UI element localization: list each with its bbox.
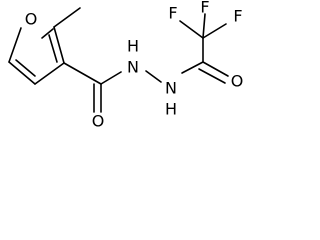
atom-o-carbonyl-left: O [92, 112, 105, 131]
atom-n-left: N [127, 58, 139, 77]
furan-ring [8, 26, 65, 85]
bond-c3-carbonyl [63, 62, 102, 85]
bond-methyl [53, 7, 81, 28]
bond-c5-o [8, 27, 22, 63]
atom-f-right: F [233, 7, 242, 26]
bond-carbonyl-right-2 [198, 68, 226, 84]
bond-cf3-f-top-left [179, 20, 204, 39]
atom-o-furan: O [25, 10, 38, 29]
atom-h-left: H [127, 37, 139, 56]
bond-cf3-f-top-right [202, 13, 206, 39]
atom-f-top-left: F [168, 4, 177, 23]
bond-c4-c5 [8, 61, 36, 85]
atom-h-right: H [165, 100, 177, 119]
bond-n-carbonyl-right [181, 61, 204, 74]
bond-carbonyl-n [100, 71, 122, 85]
molecule-structure: O O N H N H O F F F [8, 0, 244, 131]
atom-f-top-right: F [200, 0, 209, 17]
bond-o-c2 [41, 28, 54, 39]
bond-carbonyl-right-1 [202, 61, 229, 77]
atom-o-carbonyl-right: O [231, 72, 244, 91]
bond-n-n [145, 70, 162, 83]
atom-n-right: N [165, 79, 177, 98]
bond-c2-c3 [53, 26, 65, 64]
bond-c4-c5-inner [15, 59, 36, 77]
bond-cf3-f-right [202, 23, 227, 39]
bond-c2-c3-inner [48, 34, 58, 63]
bond-c3-c4 [34, 62, 65, 85]
